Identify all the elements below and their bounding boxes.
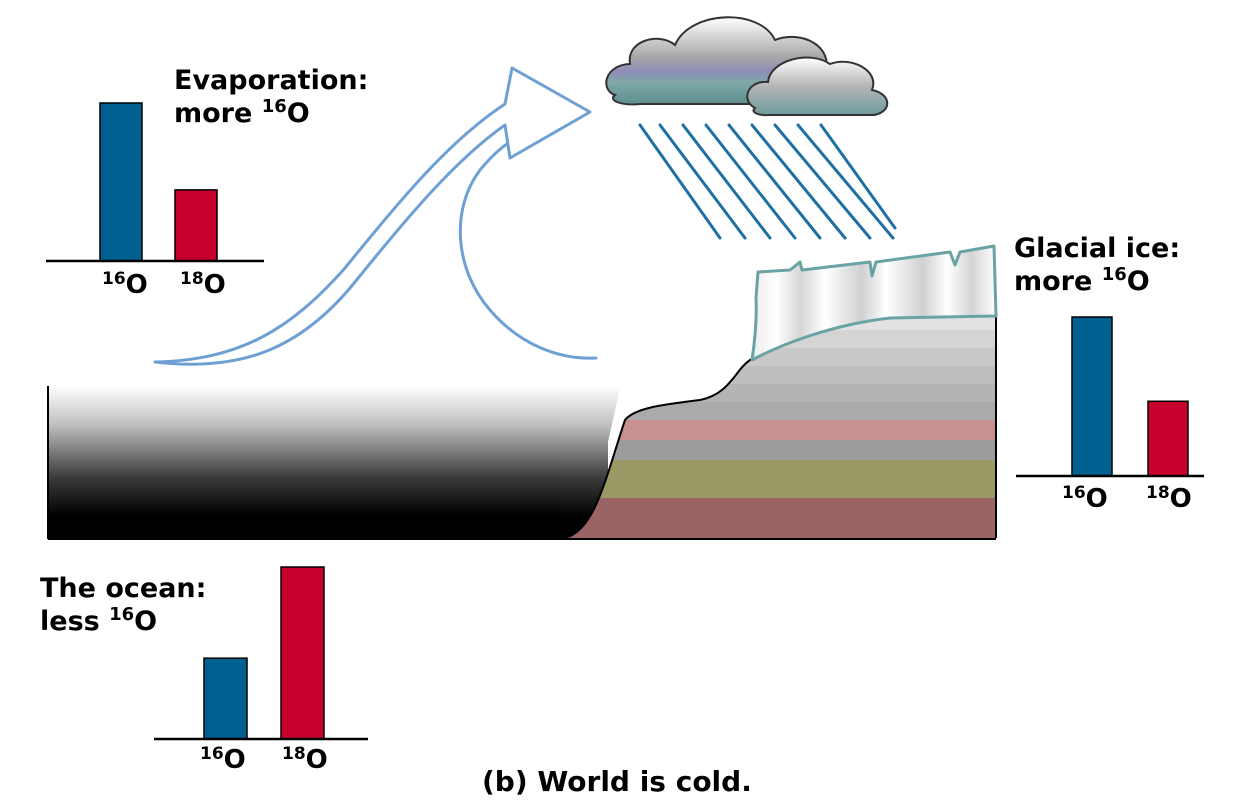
tick-mass: 16: [200, 744, 224, 764]
ocean-tick-18o: 18O: [282, 745, 328, 775]
glacial-ice-label-line1: Glacial ice:: [1014, 233, 1181, 264]
figure-caption: (b) World is cold.: [482, 765, 752, 798]
ocean-shelf: [560, 386, 620, 540]
glacial-ice-isotope-mass: 16: [1101, 264, 1127, 285]
bar-chart-evaporation: [46, 102, 264, 263]
tick-mass: 18: [180, 269, 204, 289]
ocean-label-line1: The ocean:: [40, 573, 207, 604]
tick-mass: 18: [1146, 483, 1170, 503]
bar-16o: [99, 102, 143, 262]
evaporation-arrow-inner: [458, 142, 598, 360]
bar-18o: [1147, 400, 1189, 477]
bar-chart-ocean: [154, 566, 368, 741]
tick-symbol: O: [203, 270, 226, 300]
tick-symbol: O: [125, 270, 148, 300]
evaporation-isotope-mass: 16: [261, 96, 287, 117]
tick-symbol: O: [1085, 484, 1108, 514]
bar-chart-glacial-ice: [1016, 316, 1204, 478]
bar-16o: [203, 657, 248, 740]
ocean-label-line2: less 16O: [40, 605, 206, 638]
evaporation-arrow-outer: [153, 66, 592, 366]
glacial-tick-16o: 16O: [1062, 484, 1108, 514]
ocean-isotope-mass: 16: [109, 604, 135, 625]
stratum-brown: [565, 498, 996, 538]
glacial-ice-isotope-symbol: O: [1126, 266, 1150, 297]
evaporation-label-prefix: more: [174, 98, 262, 129]
glacial-ice: [750, 244, 998, 362]
evaporation-label: Evaporation: more 16O: [174, 64, 368, 130]
stratum-olive: [565, 460, 996, 498]
glacial-ice-label-line2: more 16O: [1014, 265, 1180, 298]
glacial-ice-label-prefix: more: [1014, 266, 1102, 297]
ocean-isotope-symbol: O: [134, 606, 158, 637]
tick-mass: 18: [282, 744, 306, 764]
rain: [638, 123, 897, 240]
tick-symbol: O: [305, 745, 328, 775]
bar-18o: [280, 566, 325, 740]
glacial-tick-18o: 18O: [1146, 484, 1192, 514]
evaporation-tick-16o: 16O: [102, 270, 148, 300]
evaporation-label-line2: more 16O: [174, 97, 368, 130]
tick-symbol: O: [1169, 484, 1192, 514]
tick-mass: 16: [102, 269, 126, 289]
bar-18o: [174, 189, 218, 262]
tick-mass: 16: [1062, 483, 1086, 503]
evaporation-isotope-symbol: O: [286, 98, 310, 129]
ocean-label-prefix: less: [40, 606, 110, 637]
bar-16o: [1071, 316, 1113, 477]
evaporation-tick-18o: 18O: [180, 270, 226, 300]
ocean-tick-16o: 16O: [200, 745, 246, 775]
cloud-small: [746, 56, 889, 117]
ocean-label: The ocean: less 16O: [40, 572, 206, 638]
glacial-ice-label: Glacial ice: more 16O: [1014, 232, 1180, 298]
evaporation-label-line1: Evaporation:: [174, 65, 369, 96]
tick-symbol: O: [223, 745, 246, 775]
ocean: [48, 386, 608, 539]
stratum-pink: [565, 420, 996, 440]
